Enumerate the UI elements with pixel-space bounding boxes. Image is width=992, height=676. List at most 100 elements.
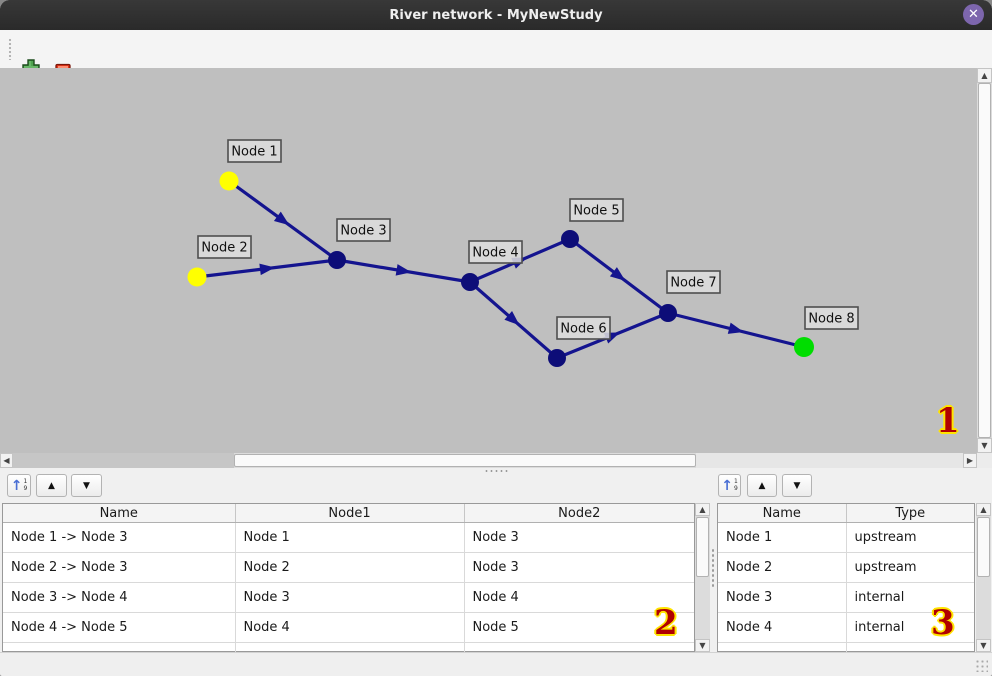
table-cell[interactable]: Node 4 (718, 612, 847, 643)
scrollbar-thumb[interactable] (234, 454, 696, 467)
column-header[interactable]: Node1 (235, 504, 465, 523)
node-label[interactable]: Node 5 (569, 198, 624, 222)
svg-text:Node 3: Node 3 (340, 224, 386, 239)
table-cell[interactable]: internal (846, 582, 974, 613)
step-annotation: 3 (931, 603, 955, 643)
table-cell[interactable]: Node 3 (718, 582, 847, 613)
scrollbar-track[interactable] (13, 453, 234, 468)
node-label[interactable]: Node 2 (197, 235, 252, 259)
table-cell[interactable]: internal (846, 612, 974, 643)
table-cell[interactable]: Node 4 (235, 612, 465, 643)
scroll-up-icon[interactable]: ▲ (695, 503, 710, 516)
scroll-right-icon[interactable]: ▶ (963, 453, 977, 468)
table-cell[interactable]: Node 1 (235, 522, 465, 553)
scroll-up-icon[interactable]: ▲ (977, 68, 992, 83)
table-cell[interactable]: upstream (846, 522, 974, 553)
network-edge[interactable] (227, 179, 339, 262)
table-cell[interactable]: Node 2 -> Node 3 (3, 552, 236, 583)
table-cell[interactable]: Node 3 -> Node 4 (3, 582, 236, 613)
canvas-vertical-scrollbar[interactable]: ▲ ▼ (977, 68, 992, 453)
column-header[interactable]: Name (718, 504, 847, 523)
network-node[interactable] (561, 230, 579, 248)
network-node[interactable] (659, 304, 677, 322)
node-label[interactable]: Node 8 (804, 306, 859, 330)
network-node[interactable] (461, 273, 479, 291)
node-label[interactable]: Node 1 (227, 139, 282, 163)
table-cell[interactable]: Node 3 (464, 522, 694, 553)
scroll-down-icon[interactable]: ▼ (976, 639, 991, 652)
network-edge[interactable] (195, 258, 339, 279)
svg-text:Node 4: Node 4 (472, 246, 518, 261)
network-edge[interactable] (666, 311, 806, 349)
scroll-down-icon[interactable]: ▼ (977, 438, 992, 453)
network-node[interactable] (187, 267, 207, 287)
scroll-left-icon[interactable]: ◀ (0, 453, 13, 468)
edge-arrow-icon (504, 311, 520, 326)
table-cell[interactable]: Node 5 (464, 612, 694, 643)
edge-arrow-icon (609, 267, 626, 281)
network-edge[interactable] (335, 258, 472, 284)
step-annotation: 2 (654, 603, 678, 643)
column-header[interactable]: Node2 (464, 504, 694, 523)
nodes-table-scrollbar[interactable]: ▲ ▼ (976, 503, 991, 652)
network-node[interactable] (219, 171, 239, 191)
table-cell[interactable]: Node 3 (464, 552, 694, 583)
move-node-up-button[interactable]: ▲ (747, 474, 777, 497)
edge-arrow-icon (259, 263, 275, 276)
node-label[interactable]: Node 6 (556, 316, 611, 340)
scrollbar-thumb[interactable] (977, 517, 990, 577)
edges-table-scrollbar[interactable]: ▲ ▼ (695, 503, 710, 652)
network-node[interactable] (328, 251, 346, 269)
network-edge[interactable] (568, 237, 670, 315)
column-header[interactable]: Name (3, 504, 236, 523)
node-label[interactable]: Node 3 (336, 218, 391, 242)
scroll-up-icon[interactable]: ▲ (976, 503, 991, 516)
table-cell[interactable]: Node 3 (235, 582, 465, 613)
network-node[interactable] (548, 349, 566, 367)
table-cell[interactable]: Node 2 (235, 552, 465, 583)
node-label[interactable]: Node 4 (468, 240, 523, 264)
move-edge-down-button[interactable]: ▼ (71, 474, 102, 497)
svg-text:Node 2: Node 2 (201, 241, 247, 256)
vertical-splitter-grip[interactable] (711, 548, 715, 588)
network-canvas[interactable]: Node 1 Node 2 Node 3 Node 4 Node 5 Node 6 Node… (0, 68, 977, 453)
move-edge-up-button[interactable]: ▲ (36, 474, 67, 497)
table-cell[interactable]: Node 4 (464, 582, 694, 613)
scrollbar-thumb[interactable] (696, 517, 709, 577)
move-node-down-button[interactable]: ▼ (782, 474, 812, 497)
network-node[interactable] (794, 337, 814, 357)
horizontal-splitter-grip[interactable] (484, 469, 510, 473)
resize-grip[interactable] (975, 659, 988, 672)
column-header[interactable]: Type (846, 504, 974, 523)
scroll-down-icon[interactable]: ▼ (695, 639, 710, 652)
svg-text:Node 7: Node 7 (670, 276, 716, 291)
node-label[interactable]: Node 7 (666, 270, 721, 294)
canvas-horizontal-scrollbar[interactable]: ◀ ▶ (0, 453, 977, 468)
titlebar[interactable]: River network - MyNewStudy ✕ (0, 0, 992, 30)
edge-arrow-icon (273, 211, 290, 226)
scrollbar-thumb[interactable] (978, 83, 991, 438)
close-icon[interactable]: ✕ (963, 4, 984, 25)
table-cell[interactable]: upstream (846, 552, 974, 583)
table-cell[interactable]: Node 4 -> Node 5 (3, 612, 236, 643)
toolbar-grip[interactable] (8, 38, 12, 60)
table-cell[interactable]: Node 2 (718, 552, 847, 583)
svg-text:Node 8: Node 8 (808, 312, 854, 327)
scrollbar-track[interactable] (696, 453, 963, 468)
table-cell[interactable]: Node 1 (718, 522, 847, 553)
table-cell[interactable]: Node 1 -> Node 3 (3, 522, 236, 553)
network-edge[interactable] (468, 280, 559, 360)
